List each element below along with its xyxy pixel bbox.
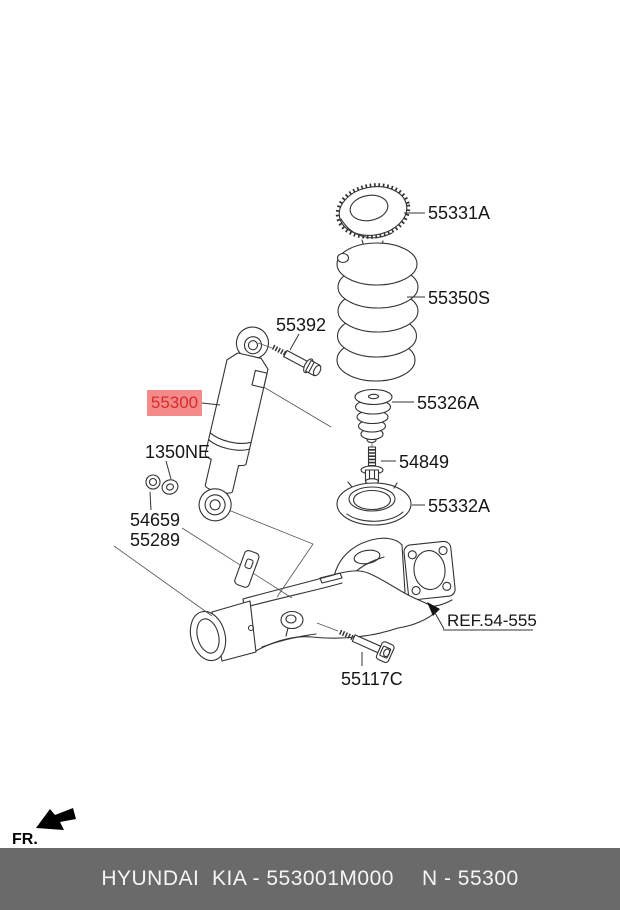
mount-stud xyxy=(285,627,289,637)
washer-outer xyxy=(161,479,179,495)
part-label-55326A[interactable]: 55326A xyxy=(417,393,479,413)
footer-bar: HYUNDAI KIA - 553001M000 N - 55300 xyxy=(0,848,620,910)
part-label-55332A[interactable]: 55332A xyxy=(428,496,490,516)
leader-54659 xyxy=(149,491,152,511)
projection-lines xyxy=(113,385,332,617)
lower-bolt-drawing xyxy=(316,622,395,666)
ref-arrow-shaft xyxy=(433,610,445,630)
highlight-box[interactable] xyxy=(147,390,202,416)
part-label-55392[interactable]: 55392 xyxy=(276,315,326,335)
lower-bushing-mid xyxy=(204,494,226,516)
lower-bushing-outer xyxy=(198,488,232,522)
hex-facet xyxy=(308,361,315,374)
bushing-opening-outer xyxy=(189,610,227,662)
body-clip xyxy=(251,369,268,389)
spring-pad-drawing xyxy=(336,481,412,526)
ref-label[interactable]: REF.54-555 xyxy=(447,611,537,630)
beam-slot xyxy=(319,572,343,584)
part-label-55331A[interactable]: 55331A xyxy=(428,203,490,223)
nut-hole xyxy=(148,477,158,487)
pad-tab xyxy=(347,481,398,489)
seat-inner xyxy=(349,194,389,222)
flange-bolt-hole xyxy=(438,545,448,556)
eyelet-bushing xyxy=(243,336,263,355)
bolt-head-flange xyxy=(375,641,395,664)
eyelet-hub xyxy=(247,340,259,351)
axle-beam-drawing xyxy=(189,537,456,662)
footer-catalog-text: HYUNDAI KIA - 553001M000 xyxy=(101,867,394,890)
stopper-bolt-drawing xyxy=(360,442,384,485)
strap-outline xyxy=(234,549,260,588)
bolt-threads xyxy=(338,629,355,641)
bump-stopper-drawing xyxy=(354,388,393,444)
pad-bottom-arc xyxy=(346,511,404,522)
part-label-55300[interactable]: 55300 xyxy=(151,393,198,412)
ref-callout: REF.54-555 xyxy=(427,602,537,631)
bushing-leader-line xyxy=(113,545,213,617)
beam-small-hole xyxy=(247,624,255,632)
flange-bolt-hole xyxy=(442,581,452,591)
part-label-1350NE[interactable]: 1350NE xyxy=(145,442,210,462)
leader-1350NE xyxy=(165,460,172,480)
seat-lower-lip xyxy=(340,218,393,239)
shock-mount-hole-inner xyxy=(285,614,297,624)
ref-arrowhead xyxy=(427,602,440,616)
fr-label: FR. xyxy=(12,831,38,848)
lower-bushing-hub xyxy=(209,499,221,511)
bolt-shaft xyxy=(351,634,382,654)
pad-ring-inner xyxy=(352,489,392,511)
flange-center-hole xyxy=(413,550,446,591)
coil xyxy=(336,242,418,286)
diagram-canvas: 55331A 55350S 55392 55300 1350NE 54659 5… xyxy=(12,183,537,848)
part-label-55350S[interactable]: 55350S xyxy=(428,288,490,308)
flange-plate xyxy=(403,540,456,601)
bushing-opening-inner xyxy=(196,618,220,654)
flange-bolt-hole xyxy=(411,586,421,596)
fr-direction-marker: FR. xyxy=(12,808,76,848)
selected-part-label[interactable]: 55300 xyxy=(147,390,221,416)
beam-top-edge-line xyxy=(249,582,343,607)
footer-part-number: N - 55300 xyxy=(421,867,519,890)
axis-line xyxy=(261,385,332,428)
flange-bolt-hole xyxy=(407,550,417,560)
strap-bracket-drawing xyxy=(234,549,260,588)
collar-line xyxy=(209,432,252,444)
shock-projection-line xyxy=(225,508,314,598)
bolt-head-end xyxy=(383,648,391,658)
upper-bolt-drawing xyxy=(257,342,322,377)
shock-mount-hole-outer xyxy=(280,610,304,630)
part-label-55289[interactable]: 55289 xyxy=(130,530,180,550)
coil-wire-end xyxy=(336,252,350,264)
bolt-axis-line xyxy=(257,342,273,349)
leader-55392 xyxy=(289,333,300,351)
leader-55300 xyxy=(201,402,221,406)
part-label-55117C[interactable]: 55117C xyxy=(341,669,403,689)
nut-outer xyxy=(145,474,161,490)
stopper-top-hole xyxy=(367,393,380,400)
bolt-threads xyxy=(271,344,287,356)
coil-spring-drawing xyxy=(336,242,419,382)
spring-seat-drawing xyxy=(335,183,411,249)
fr-arrow-icon xyxy=(36,808,76,830)
nut-washer-drawing xyxy=(145,474,179,495)
shock-absorber-drawing xyxy=(198,326,269,522)
part-label-54659[interactable]: 54659 xyxy=(130,510,180,530)
bolt-head-end xyxy=(312,364,322,377)
bolt-head-hex xyxy=(379,645,392,659)
strap-hole xyxy=(244,558,254,570)
stopper-top xyxy=(354,388,393,406)
bolt-axis-line xyxy=(316,622,339,632)
bracket-rod-line xyxy=(181,527,293,599)
seat-outer xyxy=(338,186,408,236)
washer-hole xyxy=(166,483,174,491)
part-label-54849[interactable]: 54849 xyxy=(399,452,449,472)
beam-lower-line xyxy=(261,633,317,648)
collar-line xyxy=(208,439,251,451)
